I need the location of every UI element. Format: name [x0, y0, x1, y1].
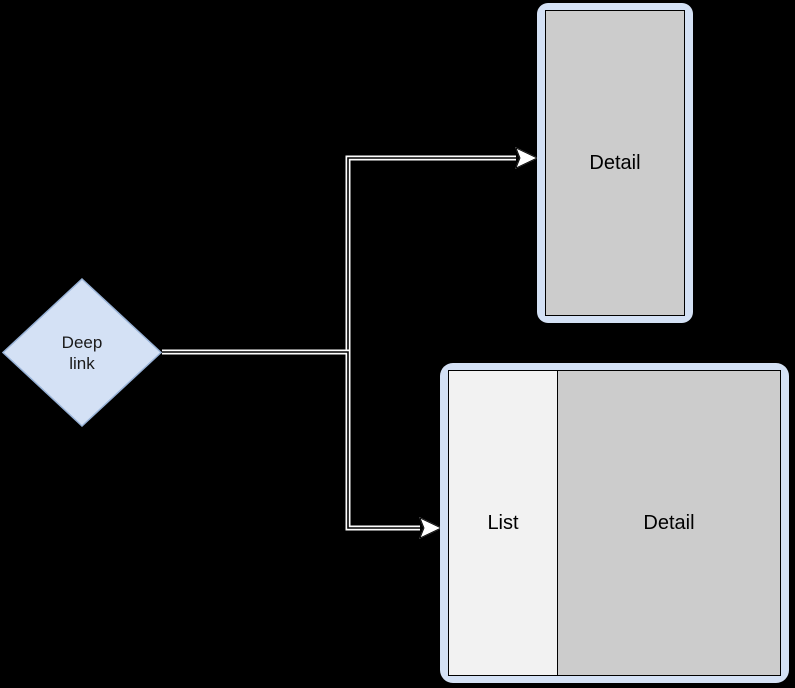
tablet-list-label: List: [487, 511, 519, 534]
tablet-detail-pane[interactable]: Detail: [558, 371, 780, 675]
tablet-screen: List Detail: [448, 370, 781, 676]
node-deep-link[interactable]: Deep link: [1, 277, 163, 428]
node-tablet-frame[interactable]: List Detail: [440, 363, 789, 683]
tablet-list-pane[interactable]: List: [449, 371, 558, 675]
edge-deep-link-to-tablet: [162, 349, 443, 540]
tablet-detail-label: Detail: [643, 511, 695, 534]
phone-screen: Detail: [545, 10, 685, 316]
diamond-shape: [1, 277, 163, 428]
node-phone-frame[interactable]: Detail: [537, 3, 693, 323]
edge-deep-link-to-phone: [162, 146, 539, 355]
phone-screen-label: Detail: [589, 151, 641, 174]
